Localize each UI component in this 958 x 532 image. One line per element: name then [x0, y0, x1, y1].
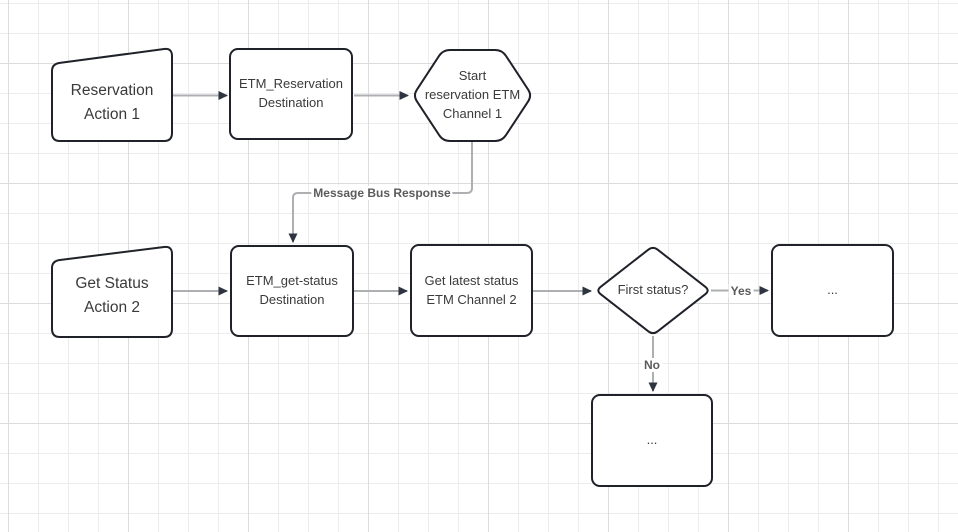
- node-etm-get-status-shape[interactable]: [230, 245, 354, 337]
- node-reservation-action-shape[interactable]: [51, 47, 173, 142]
- edge-message-bus-response[interactable]: [288, 142, 473, 243]
- node-first-status-diamond[interactable]: [597, 246, 709, 335]
- node-etm-reservation-shape[interactable]: [229, 48, 353, 140]
- node-get-latest-status-shape[interactable]: [410, 244, 533, 337]
- node-start-reservation-hexagon[interactable]: [413, 49, 532, 142]
- node-get-status-shape[interactable]: [51, 245, 173, 338]
- node-no-placeholder-shape[interactable]: [591, 394, 713, 487]
- node-yes-placeholder-shape[interactable]: [771, 244, 894, 337]
